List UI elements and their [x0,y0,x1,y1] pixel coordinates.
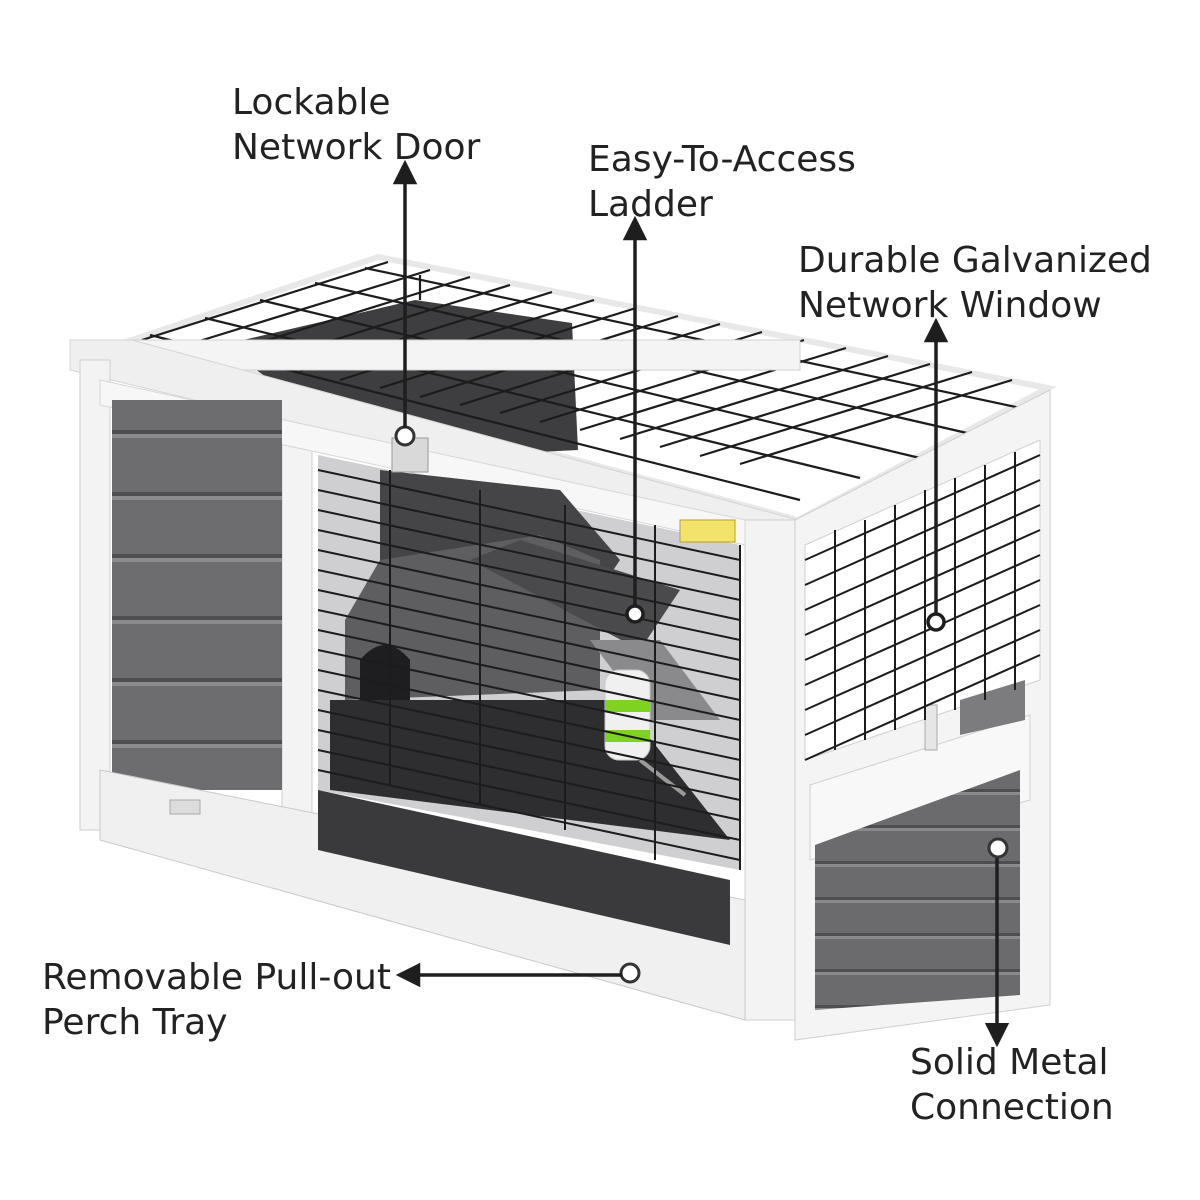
callout-ladder-line2: Ladder [588,184,713,225]
callout-lockable-door-line1: Lockable [232,82,391,123]
pull-out-tray [99,769,746,1021]
callout-connection-line1: Solid Metal [910,1042,1109,1083]
callout-ladder: Easy-To-Access Ladder [588,137,856,227]
callout-window-line1: Durable Galvanized [798,240,1152,281]
callout-lockable-door-line2: Network Door [232,127,481,168]
callout-tray-line2: Perch Tray [42,1002,228,1043]
side-window-mesh [804,452,1041,761]
callout-ladder-line1: Easy-To-Access [588,139,856,180]
front-door-mesh [317,469,741,870]
callout-tray: Removable Pull-out Perch Tray [42,955,391,1045]
callout-window-line2: Network Window [798,285,1102,326]
callout-window: Durable Galvanized Network Window [798,238,1152,328]
right-side [794,389,1051,1041]
callout-connection-line2: Connection [910,1087,1114,1128]
annotation-arrows [392,159,1010,1048]
sticker [679,519,736,543]
left-wood-panel [112,400,282,790]
callout-connection: Solid Metal Connection [910,1040,1114,1130]
callout-lockable-door: Lockable Network Door [232,80,480,170]
callout-tray-line1: Removable Pull-out [42,957,391,998]
